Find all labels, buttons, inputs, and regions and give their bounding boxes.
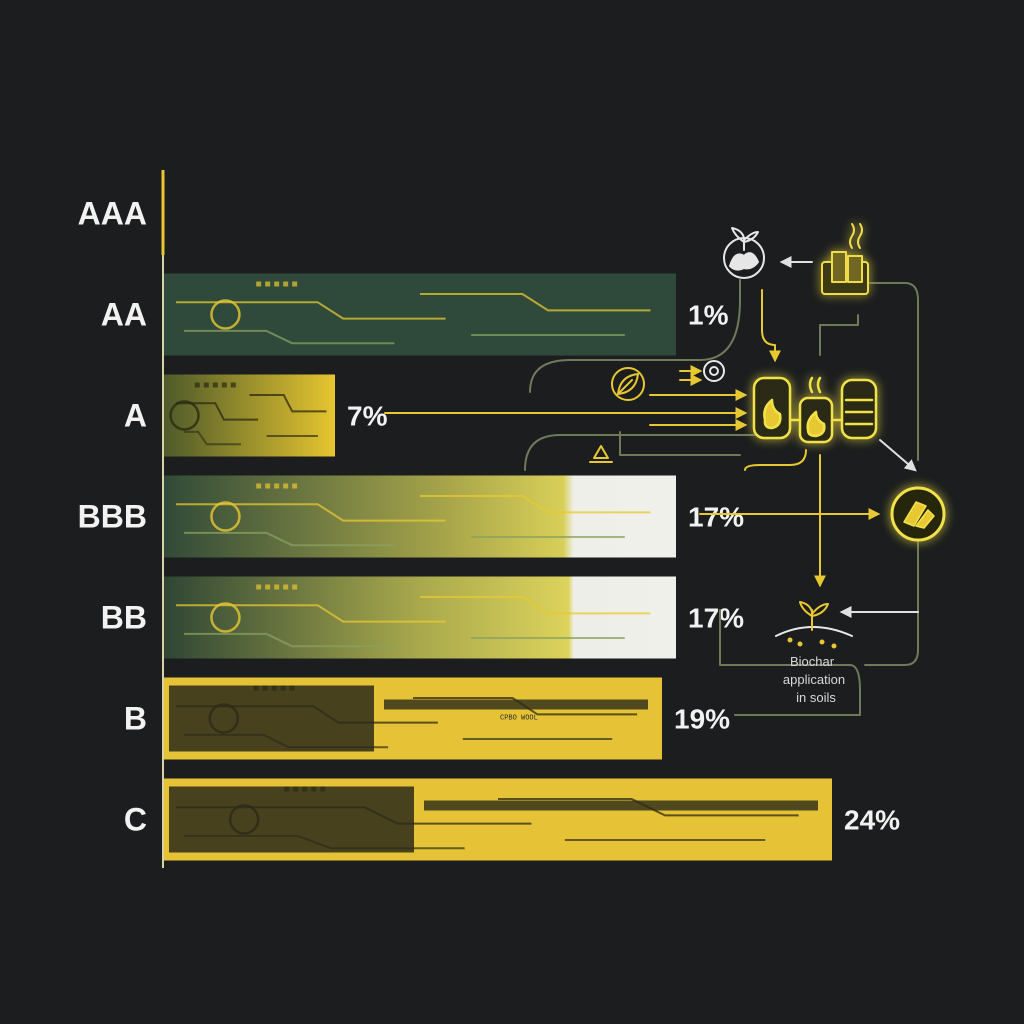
connector-lines bbox=[524, 279, 919, 716]
bar-b: CPBO WOOL bbox=[164, 677, 662, 760]
white-arrows bbox=[779, 256, 919, 618]
bars-group: CPBO WOOL bbox=[164, 273, 832, 861]
factory-icon bbox=[821, 223, 869, 295]
value-labels: 1% 7% 17% 17% 19% 24% bbox=[347, 300, 900, 836]
bar-a bbox=[164, 374, 335, 457]
bar-bbb bbox=[164, 475, 676, 558]
soil-sprout-icon bbox=[775, 601, 853, 649]
annotation-line-3: in soils bbox=[796, 690, 836, 705]
category-label-a: A bbox=[124, 398, 147, 434]
category-label-aa: AA bbox=[101, 297, 147, 333]
bar-c bbox=[164, 778, 832, 861]
biomass-icon bbox=[723, 227, 765, 279]
value-label-c: 24% bbox=[844, 805, 900, 836]
value-label-bb: 17% bbox=[688, 603, 744, 634]
bar-aa bbox=[164, 273, 676, 356]
biochar-icon bbox=[890, 486, 946, 542]
bar-rect-a bbox=[164, 374, 335, 457]
annotation-line-1: Biochar bbox=[790, 654, 835, 669]
annotation-line-2: application bbox=[783, 672, 845, 687]
category-label-b: B bbox=[124, 701, 147, 737]
category-label-bb: BB bbox=[101, 600, 147, 636]
category-label-aaa: AAA bbox=[78, 196, 147, 232]
bar-rect-bbb bbox=[164, 475, 676, 558]
bar-b-microtext: CPBO WOOL bbox=[500, 715, 538, 723]
value-label-bbb: 17% bbox=[688, 502, 744, 533]
value-label-b: 19% bbox=[674, 704, 730, 735]
recycle-icon bbox=[589, 445, 613, 463]
leaf-icon bbox=[611, 367, 645, 401]
cycle-icon bbox=[703, 360, 725, 382]
bar-bb bbox=[164, 576, 676, 659]
arrow-lines bbox=[384, 289, 881, 588]
bar-rect-bb bbox=[164, 576, 676, 659]
reactor-icons bbox=[752, 376, 878, 444]
bar-rect-aa bbox=[164, 273, 676, 356]
value-label-aa: 1% bbox=[688, 300, 729, 331]
process-diagram: Biochar application in soils bbox=[384, 223, 946, 716]
value-label-a: 7% bbox=[347, 401, 388, 432]
category-label-bbb: BBB bbox=[78, 499, 147, 535]
category-label-c: C bbox=[124, 802, 147, 838]
